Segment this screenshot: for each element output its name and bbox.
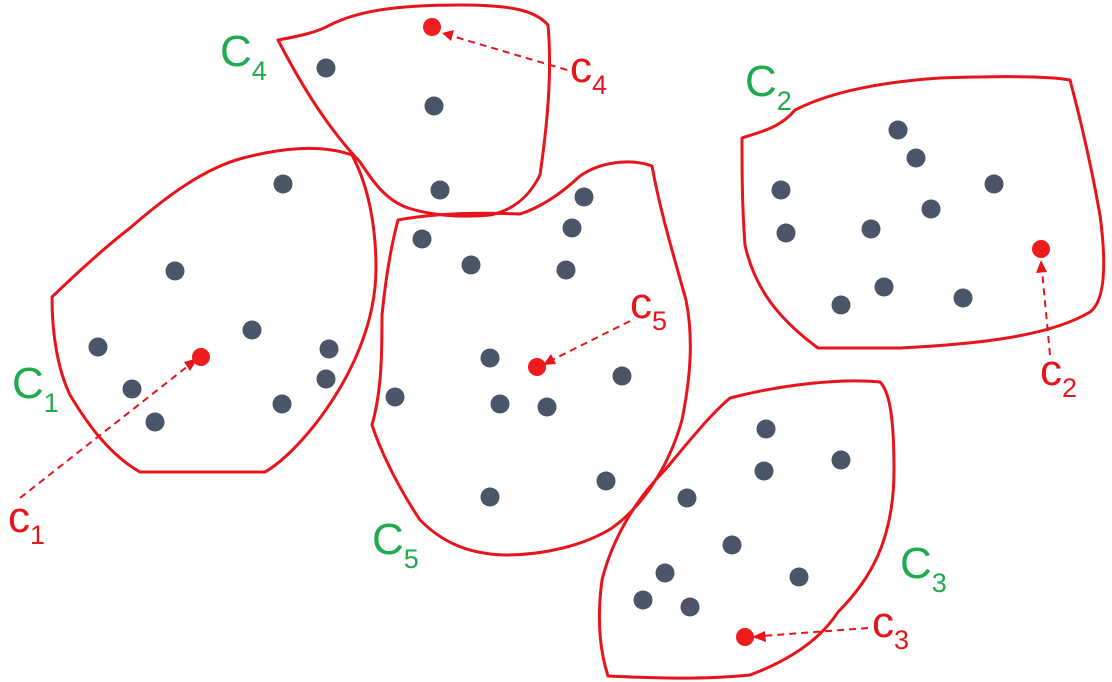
centroid-c4: [423, 18, 441, 36]
data-point: [430, 180, 450, 200]
arrow-c2: [1041, 269, 1051, 356]
data-point: [556, 260, 576, 280]
data-point: [480, 348, 500, 368]
data-point: [776, 223, 796, 243]
cluster-label-c3: C3: [900, 539, 947, 598]
data-point: [461, 255, 481, 275]
centroid-arrows: [19, 30, 1051, 642]
data-point: [888, 120, 908, 140]
arrow-c5: [551, 320, 631, 361]
centroid-label-c2: c2: [1040, 346, 1077, 403]
centroid-label-c1: c1: [8, 493, 45, 550]
cluster-points-c5: [385, 187, 632, 507]
data-point: [145, 412, 165, 432]
centroid-label-c5: c5: [630, 279, 667, 336]
data-point: [122, 379, 142, 399]
data-point: [953, 288, 973, 308]
cluster-points-c3: [633, 419, 851, 617]
cluster-boundary-c1: [50, 146, 378, 474]
centroids: [192, 18, 1050, 646]
centroid-label-c4: c4: [570, 43, 607, 100]
data-point: [722, 535, 742, 555]
cluster-points-c2: [771, 120, 1004, 315]
arrowhead-c2: [1036, 260, 1047, 273]
data-point: [88, 337, 108, 357]
centroid-c2: [1032, 240, 1050, 258]
data-point: [771, 180, 791, 200]
data-point: [612, 366, 632, 386]
data-point: [574, 187, 594, 207]
data-point: [385, 387, 405, 407]
arrowhead-c4: [442, 30, 454, 41]
arrowhead-c5: [543, 354, 556, 365]
data-point: [537, 397, 557, 417]
centroid-c3: [736, 628, 754, 646]
data-point: [831, 295, 851, 315]
data-point: [680, 597, 700, 617]
cluster-label-c5: C5: [372, 515, 419, 574]
data-point: [984, 174, 1004, 194]
cluster-boundary-c5: [370, 160, 692, 557]
centroid-label-c3: c3: [872, 598, 909, 655]
data-point: [789, 567, 809, 587]
data-point: [319, 339, 339, 359]
data-point: [677, 488, 697, 508]
data-point: [921, 199, 941, 219]
arrow-c1: [19, 365, 189, 499]
cluster-boundary-c4: [276, 3, 552, 218]
data-point: [424, 96, 444, 116]
data-point: [562, 218, 582, 238]
data-point: [906, 148, 926, 168]
cluster-label-c4: C4: [220, 27, 267, 86]
centroid-c1: [192, 348, 210, 366]
data-point: [633, 590, 653, 610]
arrowhead-c3: [752, 631, 766, 642]
data-point: [316, 58, 336, 78]
data-point: [490, 394, 510, 414]
data-point: [756, 419, 776, 439]
arrow-c4: [451, 35, 568, 71]
data-point: [861, 219, 881, 239]
cluster-points-c1: [88, 174, 339, 432]
data-point: [480, 487, 500, 507]
data-point: [874, 277, 894, 297]
cluster-boundary-c2: [740, 75, 1106, 350]
data-point: [273, 174, 293, 194]
data-point: [272, 394, 292, 414]
data-point: [596, 471, 616, 491]
data-point: [655, 563, 675, 583]
data-point: [242, 320, 262, 340]
cluster-label-c1: C1: [12, 359, 59, 418]
data-point: [316, 369, 336, 389]
data-point: [165, 261, 185, 281]
data-point: [831, 450, 851, 470]
data-point: [754, 461, 774, 481]
data-point: [412, 229, 432, 249]
cluster-points-c4: [316, 58, 450, 200]
cluster-label-c2: C2: [745, 57, 792, 116]
arrow-c3: [761, 627, 869, 637]
centroid-c5: [528, 358, 546, 376]
